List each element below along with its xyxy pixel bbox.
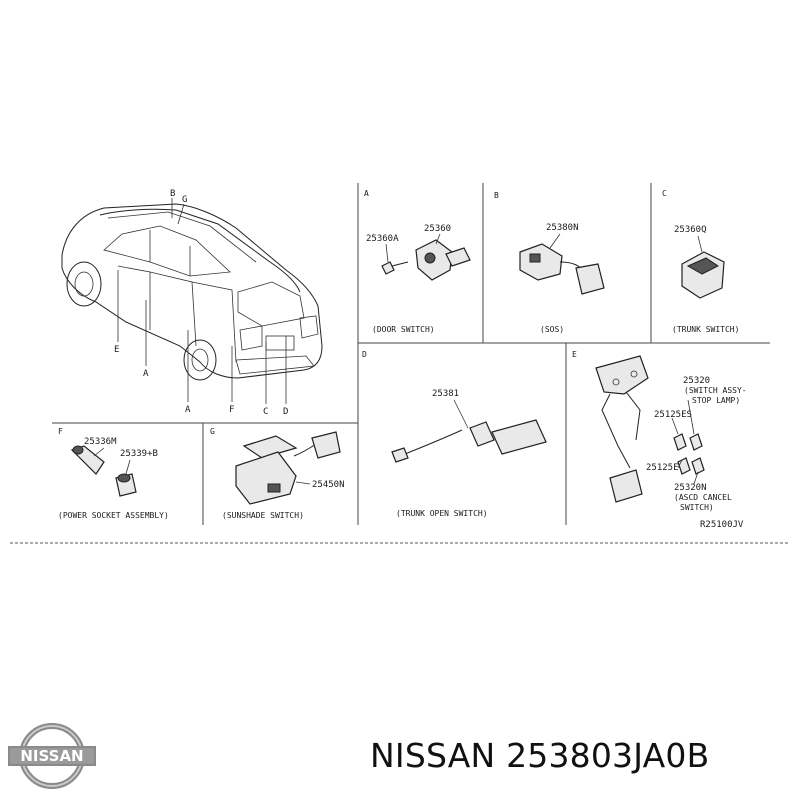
part-switch-label: SWITCH) xyxy=(680,503,714,512)
callout-c: C xyxy=(263,407,268,417)
section-d: D 25381 (TRUNK OPEN SWITCH) xyxy=(362,350,547,518)
section-b-letter: B xyxy=(494,191,499,200)
part-25339b: 25339+B xyxy=(120,449,158,459)
screw-icon xyxy=(381,243,409,275)
section-c: C 25360Q (TRUNK SWITCH) xyxy=(662,189,739,334)
section-d-letter: D xyxy=(362,350,367,359)
callout-a-2: A xyxy=(185,405,191,415)
section-f: F 25336M 25339+B (POWER SOCKET ASSEMBLY) xyxy=(58,427,169,520)
brake-pedal-icon xyxy=(595,355,705,503)
trunk-open-switch-icon xyxy=(391,399,547,463)
sos-unit-icon xyxy=(519,233,605,295)
logo-lettering: NISSAN xyxy=(20,747,83,765)
caption-door-switch: (DOOR SWITCH) xyxy=(372,325,435,334)
callout-b: B xyxy=(170,189,175,199)
part-25125es: 25125ES xyxy=(654,410,692,420)
part-stop-lamp-label: STOP LAMP) xyxy=(692,396,740,405)
section-g: G 25450N (SUNSHADE SWITCH) xyxy=(210,427,345,520)
reference-code: R25100JV xyxy=(700,520,744,530)
callout-f: F xyxy=(229,405,234,415)
callout-g: G xyxy=(182,195,187,205)
part-25450n: 25450N xyxy=(312,480,345,490)
vehicle-illustration xyxy=(61,198,323,404)
section-f-letter: F xyxy=(58,427,63,436)
section-c-letter: C xyxy=(662,189,667,198)
caption-sunshade-switch: (SUNSHADE SWITCH) xyxy=(222,511,304,520)
caption-sos: (SOS) xyxy=(540,325,564,334)
callout-d: D xyxy=(283,407,288,417)
section-b: B 25380N (SOS) xyxy=(494,191,605,334)
part-ascd-cancel-label: (ASCD CANCEL xyxy=(674,493,732,502)
part-25381: 25381 xyxy=(432,389,459,399)
caption-trunk-switch: (TRUNK SWITCH) xyxy=(672,325,739,334)
caption-power-socket: (POWER SOCKET ASSEMBLY) xyxy=(58,511,169,520)
section-e-letter: E xyxy=(572,350,577,359)
part-25360q: 25360Q xyxy=(674,225,707,235)
part-25360: 25360 xyxy=(424,224,451,234)
part-switch-assy-label: (SWITCH ASSY- xyxy=(684,386,747,395)
part-25320: 25320 xyxy=(683,376,710,386)
section-a: A 25360A 25360 (DOOR SWITCH) xyxy=(364,189,471,334)
sunshade-switch-icon xyxy=(235,431,341,505)
part-25336m: 25336M xyxy=(84,437,117,447)
nissan-logo: NISSAN xyxy=(8,723,96,789)
callout-e: E xyxy=(114,345,119,355)
callout-a-1: A xyxy=(143,369,149,379)
door-switch-icon xyxy=(415,233,471,281)
parts-diagram: B G E A A F C D A 25360A 25360 (DOOR SWI… xyxy=(10,183,790,544)
section-g-letter: G xyxy=(210,427,215,436)
section-a-letter: A xyxy=(364,189,369,198)
caption-trunk-open-switch: (TRUNK OPEN SWITCH) xyxy=(396,509,488,518)
part-number-caption: NISSAN 253803JA0B xyxy=(370,736,710,775)
section-e: E 25320 (SWITCH ASSY- STOP LAMP) 25125ES… xyxy=(572,350,747,530)
part-25380n: 25380N xyxy=(546,223,579,233)
trunk-switch-icon xyxy=(681,235,725,299)
power-socket-icon xyxy=(70,445,137,497)
part-25125e: 25125E xyxy=(646,463,679,473)
part-25320n: 25320N xyxy=(674,483,707,493)
part-25360a: 25360A xyxy=(366,234,399,244)
grid-lines xyxy=(10,183,790,544)
